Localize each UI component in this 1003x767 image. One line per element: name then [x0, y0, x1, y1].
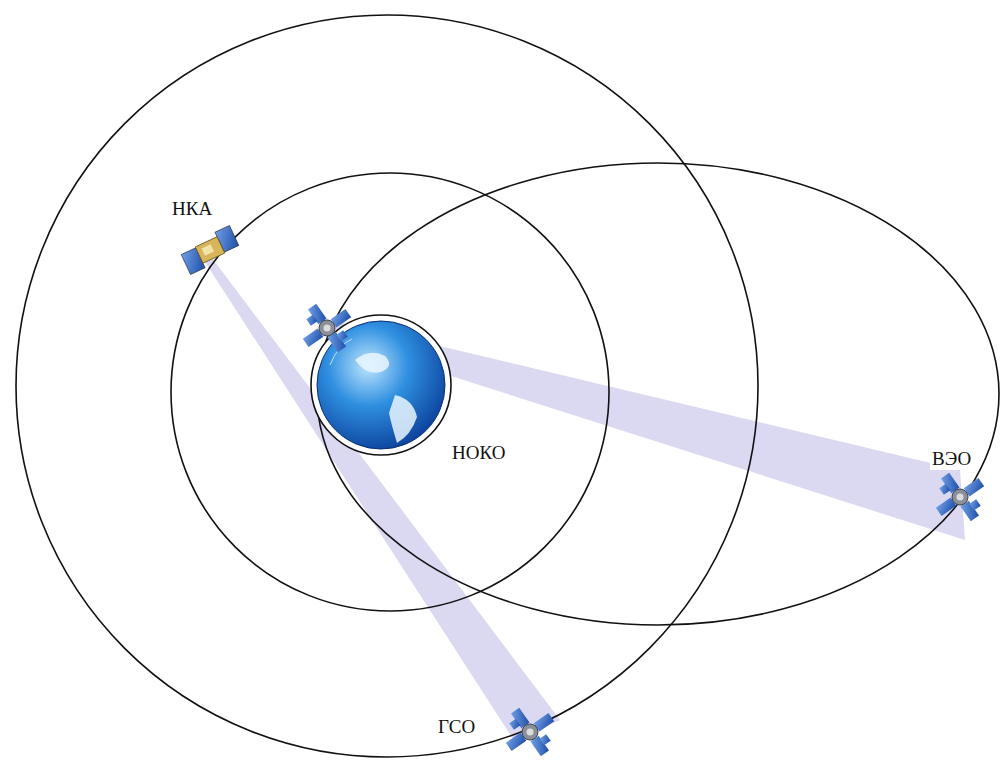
- orbit-label: ВЭО: [930, 448, 973, 470]
- orbit-label: ГСО: [436, 716, 477, 738]
- satellite-label: НКА: [170, 198, 214, 220]
- orbit-label: НОКО: [450, 442, 507, 464]
